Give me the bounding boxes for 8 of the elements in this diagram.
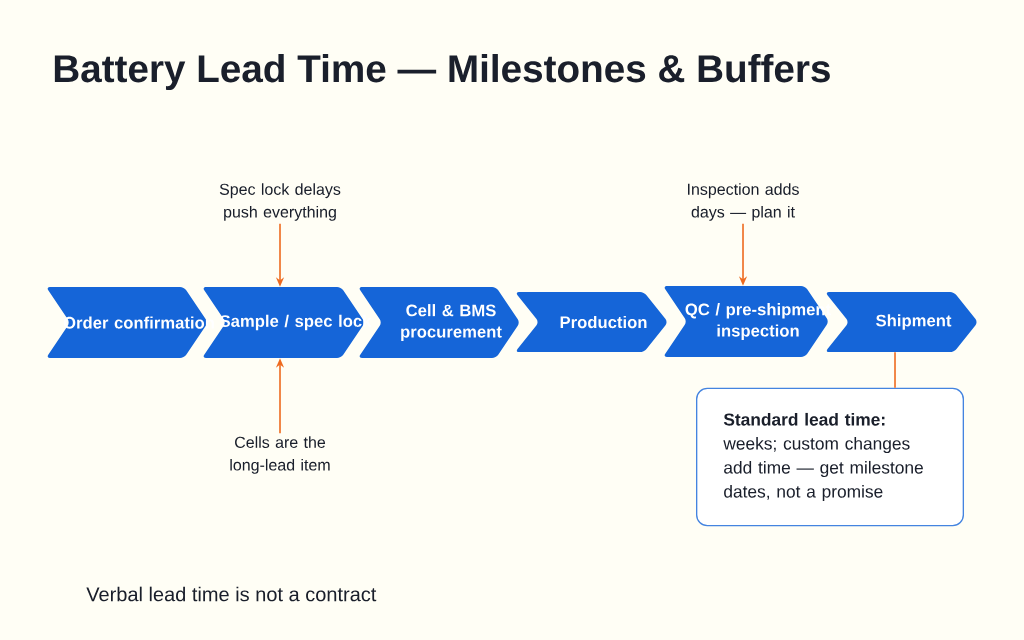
title: Battery Lead Time — Milestones & Buffers [54, 54, 830, 91]
annotation-text: Cells are the long-lead item [230, 436, 330, 474]
callout-box: Standard lead time: weeks; custom changes add time — get milestone dates, not a promise [696, 387, 964, 527]
process-step: Shipment [826, 292, 977, 352]
annotation-text: Spec lock delays push everything [219, 183, 341, 221]
annotation-text: Inspection adds days — plan it [688, 183, 799, 221]
process-step: Production [516, 292, 667, 352]
footer-note: Verbal lead time is not a contract [86, 586, 377, 602]
